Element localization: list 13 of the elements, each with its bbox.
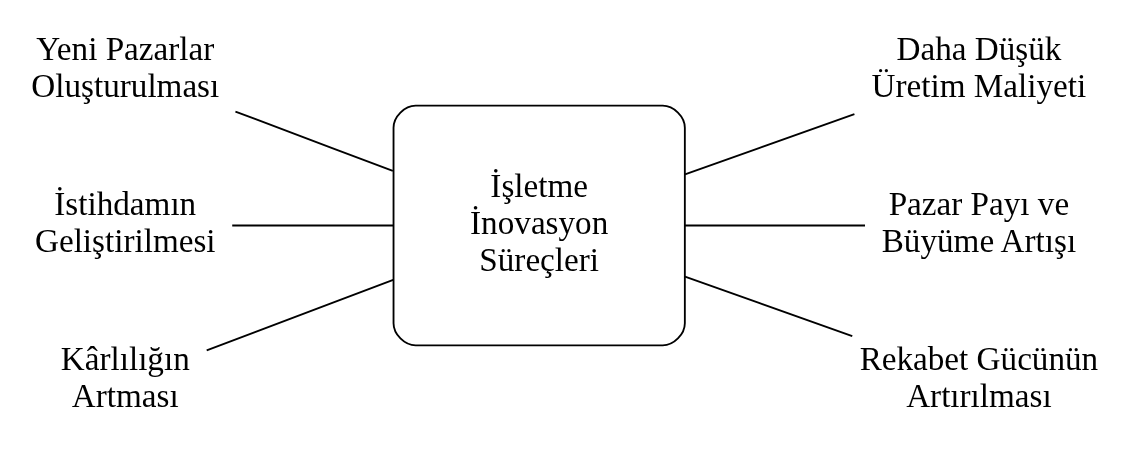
connector bbox=[231, 224, 394, 226]
node-box: İşletme İnovasyon Süreçleri bbox=[392, 104, 686, 346]
connector bbox=[205, 278, 395, 351]
connector bbox=[684, 275, 854, 337]
connector bbox=[684, 224, 866, 226]
node-text: İstihdamın Geliştirilmesi bbox=[34, 184, 216, 259]
node-text: Yeni Pazarlar Oluşturulması bbox=[31, 29, 220, 104]
connector bbox=[234, 110, 394, 172]
node-text: Daha Düşük Üretim Maliyeti bbox=[871, 29, 1087, 104]
connector bbox=[684, 112, 856, 175]
node-text: Rekabet Gücünün Artırılması bbox=[859, 339, 1099, 414]
node-text: Kârlılığın Artması bbox=[60, 339, 190, 414]
node-text: Pazar Payı ve Büyüme Artışı bbox=[881, 184, 1077, 259]
